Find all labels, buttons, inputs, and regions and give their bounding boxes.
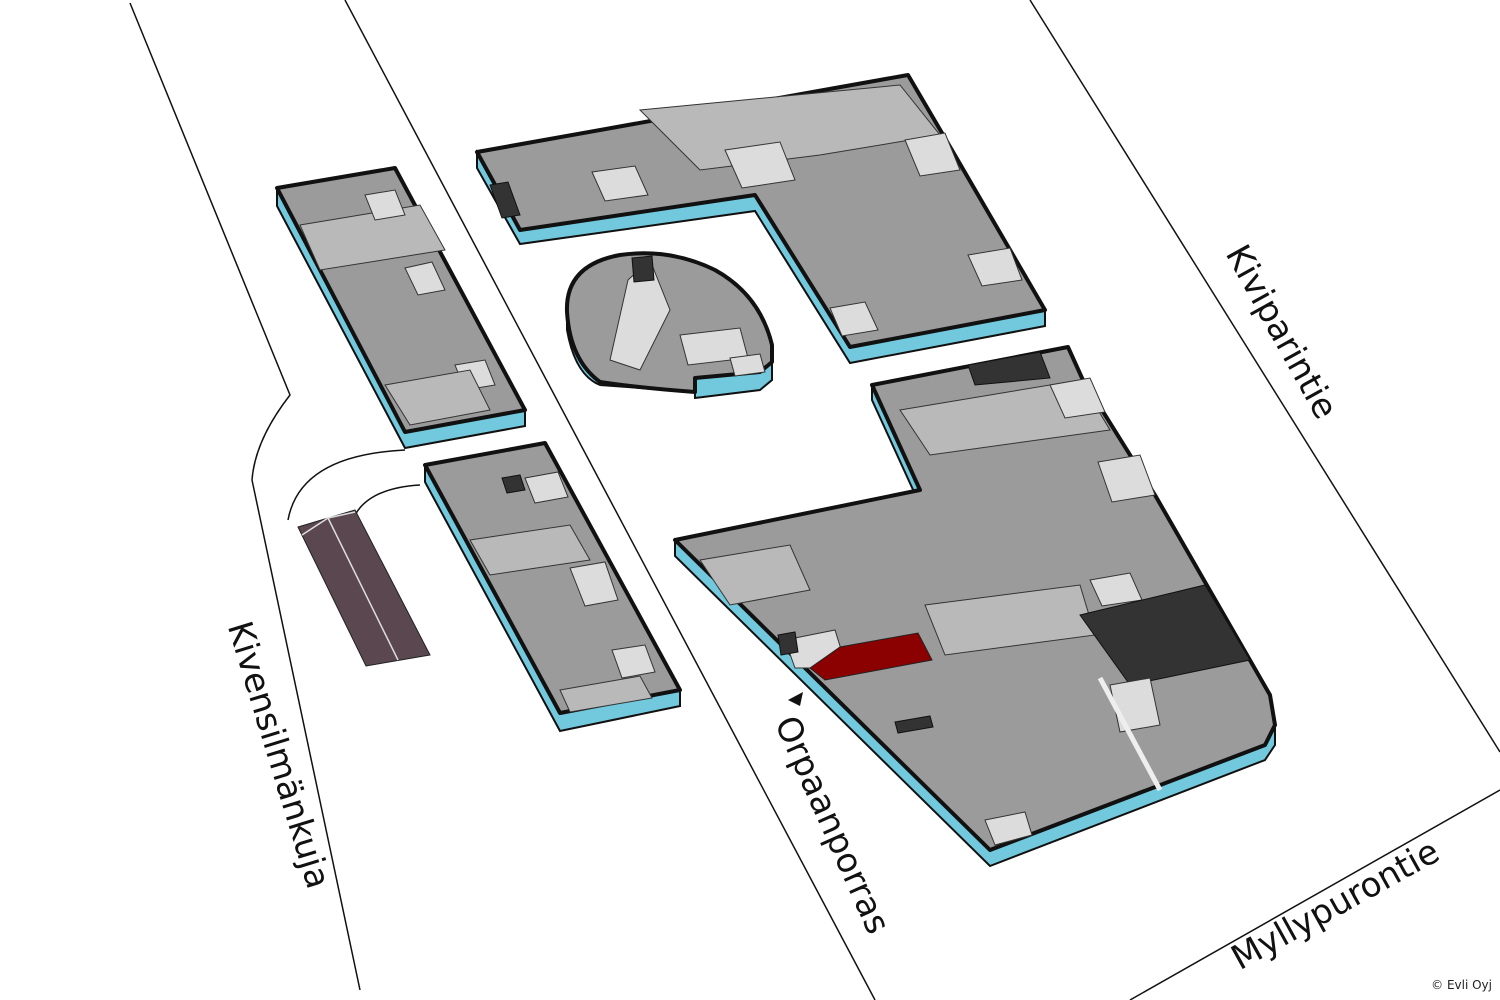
building-west-south[interactable] bbox=[423, 441, 682, 733]
elevator-icon bbox=[611, 644, 656, 679]
road-orpaanporras-edge bbox=[344, 0, 876, 1000]
elevator-icon bbox=[1097, 454, 1156, 503]
road-myllypurontie-edge bbox=[1129, 789, 1500, 1000]
dark-block bbox=[1079, 584, 1251, 686]
elevator-icon bbox=[729, 353, 766, 377]
ramp-arrow bbox=[301, 511, 399, 661]
elevator-icon bbox=[569, 561, 619, 607]
elevator-icon bbox=[1049, 377, 1106, 419]
driveway bbox=[287, 449, 421, 521]
elevator-icon bbox=[724, 141, 796, 189]
building-south[interactable] bbox=[673, 345, 1277, 868]
parking-ramp bbox=[297, 509, 431, 667]
highlighted-space[interactable] bbox=[809, 632, 933, 681]
elevator-icon bbox=[967, 247, 1023, 287]
building-oval[interactable] bbox=[564, 251, 774, 400]
road-kivensilmankuja-left bbox=[129, 2, 361, 991]
copyright-notice: © Evli Oyj bbox=[1431, 978, 1492, 992]
elevator-icon bbox=[904, 132, 961, 177]
building-north[interactable] bbox=[475, 73, 1047, 365]
building-west-north[interactable] bbox=[275, 166, 527, 450]
entrance-marker-icon[interactable] bbox=[788, 692, 803, 706]
road-kiviparintie-edge bbox=[1029, 0, 1500, 753]
elevator-icon bbox=[591, 165, 649, 202]
elevator-icon bbox=[364, 189, 406, 221]
elevator-icon bbox=[404, 261, 446, 296]
elevator-icon bbox=[829, 301, 879, 337]
elevator-icon bbox=[524, 471, 569, 504]
